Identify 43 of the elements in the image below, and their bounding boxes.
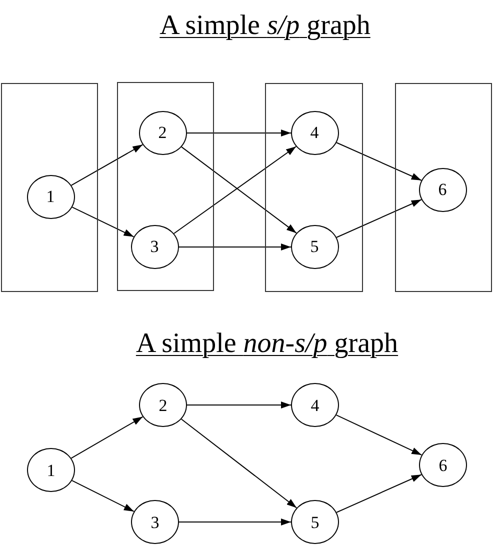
node-number: 4 <box>310 396 320 414</box>
node-number: 6 <box>438 181 447 198</box>
arrow <box>180 418 298 508</box>
graph-node <box>130 224 178 268</box>
node-number: 1 <box>46 188 55 205</box>
heading: A simple s/p graph <box>160 11 370 42</box>
arrow <box>336 142 422 181</box>
graph-node <box>131 500 179 544</box>
partition-frame <box>395 83 492 292</box>
arrow <box>336 199 422 238</box>
graph-node <box>26 174 74 218</box>
graph-node <box>291 500 339 544</box>
arrow <box>72 206 134 238</box>
arrow <box>178 244 292 250</box>
node-number: 6 <box>438 456 448 474</box>
node-number: 3 <box>150 238 159 255</box>
heading: A simple non-s/p graph <box>136 329 398 360</box>
arrow <box>336 414 422 456</box>
node-number: 2 <box>158 396 168 414</box>
node-number: 2 <box>158 124 167 141</box>
arrow <box>70 416 144 459</box>
node-number: 5 <box>310 514 320 530</box>
graph-node <box>290 224 338 268</box>
arrow <box>178 518 292 526</box>
node-number: 5 <box>310 238 319 255</box>
graph-node <box>419 443 467 487</box>
graph-node <box>291 383 339 427</box>
node-number: 4 <box>310 124 319 141</box>
arrow <box>186 402 292 408</box>
node-number: 3 <box>150 514 160 530</box>
arrow <box>336 474 422 513</box>
partition-frame <box>265 83 363 292</box>
arrow <box>186 130 292 136</box>
graph-node <box>418 168 466 212</box>
graph-node <box>139 383 187 427</box>
arrow <box>70 144 144 186</box>
partition-frame <box>117 82 214 291</box>
arrow <box>72 480 134 512</box>
graph-node <box>290 110 338 154</box>
graph-node <box>27 448 75 492</box>
graph-node <box>138 110 186 154</box>
partition-frame <box>1 83 98 292</box>
node-number: 1 <box>46 462 56 478</box>
